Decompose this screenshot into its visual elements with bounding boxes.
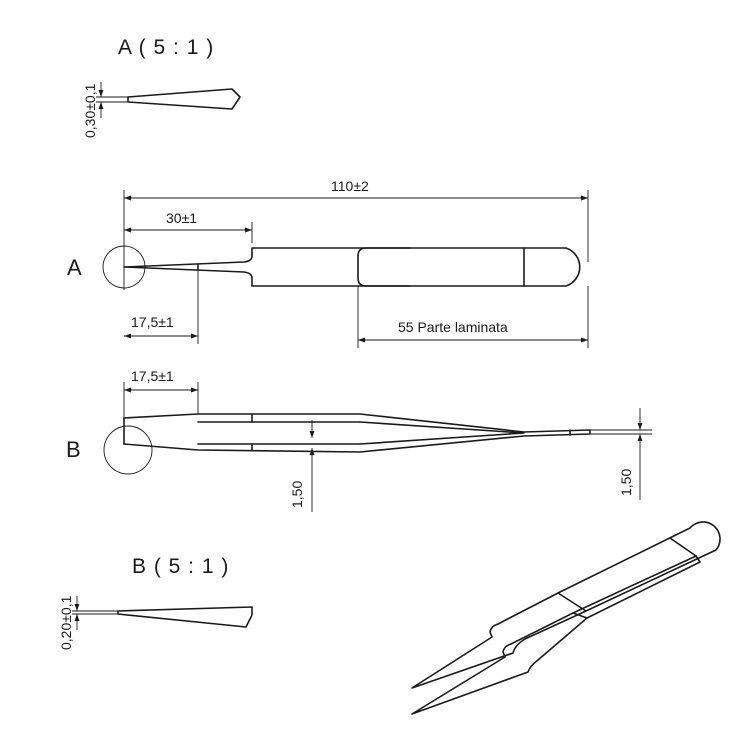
laminated-part-label: 55 Parte laminata [398, 319, 508, 335]
view-a-label: A [67, 255, 82, 280]
overall-length-label: 110±2 [331, 178, 369, 194]
view-b: 17,5±1 B 1,50 1,50 [66, 368, 652, 512]
tip-length-a-label: 17,5±1 [131, 314, 174, 330]
view-b-label: B [66, 437, 81, 462]
detail-a-title: A ( 5 : 1 ) [118, 36, 214, 59]
thickness-b-right-label: 1,50 [618, 469, 634, 496]
detail-a-thickness-label: 0,30±0,1 [82, 83, 98, 138]
detail-b: B ( 5 : 1 ) 0,20±0,1 [58, 555, 253, 650]
detail-b-thickness-label: 0,20±0,1 [58, 595, 74, 650]
isometric-view [411, 521, 721, 715]
detail-b-tip-outline [117, 606, 253, 628]
detail-a-circle [102, 245, 146, 289]
detail-a-tip-outline [127, 88, 241, 110]
detail-a: A ( 5 : 1 ) 0,30±0,1 [82, 36, 241, 138]
detail-b-title: B ( 5 : 1 ) [132, 555, 229, 578]
tip-length-top-label: 30±1 [166, 210, 197, 226]
laminated-section-outline [357, 247, 411, 287]
isometric-lower-arm [411, 555, 701, 715]
detail-b-circle [103, 425, 153, 475]
tweezer-side-view-outline [123, 413, 591, 453]
thickness-b-left-label: 1,50 [289, 481, 305, 508]
isometric-upper-arm [411, 521, 721, 689]
view-a: 110±2 30±1 A 17,5±1 55 Parte laminata [67, 178, 589, 348]
tip-length-b-label: 17,5±1 [131, 368, 174, 384]
tweezer-top-view-outline [123, 247, 581, 287]
